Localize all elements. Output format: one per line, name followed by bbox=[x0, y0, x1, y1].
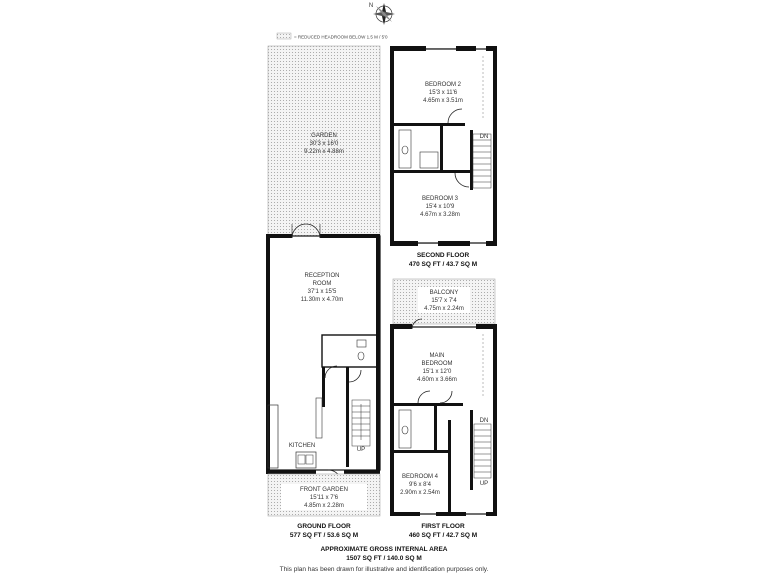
disclaimer-text: This plan has been drawn for illustrativ… bbox=[280, 566, 489, 573]
second-floor-area: 470 SQ FT / 43.7 SQ M bbox=[409, 261, 477, 268]
compass-north-label: N bbox=[369, 3, 373, 9]
balcony-metric: 4.75m x 2.24m bbox=[424, 306, 464, 312]
legend-text: = REDUCED HEADROOM BELOW 1.5 M / 5'0 bbox=[294, 35, 388, 40]
ground-floor-area: 577 SQ FT / 53.6 SQ M bbox=[290, 532, 358, 539]
total-area-title: APPROXIMATE GROSS INTERNAL AREA bbox=[320, 546, 447, 553]
bedroom3-metric: 4.67m x 3.28m bbox=[420, 212, 460, 218]
main-bedroom-imperial: 15'1 x 12'0 bbox=[423, 369, 452, 375]
bedroom2-imperial: 15'3 x 11'6 bbox=[429, 90, 458, 96]
first-stair-up-label: UP bbox=[480, 481, 488, 487]
total-area-value: 1507 SQ FT / 140.0 SQ M bbox=[346, 555, 422, 562]
balcony-imperial: 15'7 x 7'4 bbox=[431, 298, 457, 304]
garden-metric: 9.22m x 4.88m bbox=[304, 149, 344, 155]
main-bedroom-metric: 4.60m x 3.66m bbox=[417, 377, 457, 383]
reception-metric: 11.30m x 4.70m bbox=[301, 297, 344, 303]
bedroom4-imperial: 9'6 x 8'4 bbox=[409, 482, 432, 488]
reception-name-line1: RECEPTION bbox=[304, 273, 339, 279]
bedroom2-name: BEDROOM 2 bbox=[425, 82, 462, 88]
reception-imperial: 37'1 x 15'5 bbox=[308, 289, 337, 295]
ground-floor-title: GROUND FLOOR bbox=[297, 523, 351, 530]
ground-stair-up-label: UP bbox=[357, 447, 365, 453]
reception-name-line2: ROOM bbox=[313, 281, 332, 287]
bedroom3-imperial: 15'4 x 10'9 bbox=[426, 204, 455, 210]
main-bedroom-name-line2: BEDROOM bbox=[421, 361, 452, 367]
first-stair-down-label: DN bbox=[480, 418, 489, 424]
bedroom4-name: BEDROOM 4 bbox=[402, 474, 439, 480]
first-floor-title: FIRST FLOOR bbox=[421, 523, 465, 530]
first-floor-plan: BALCONY 15'7 x 7'4 4.75m x 2.24m DN bbox=[390, 278, 497, 539]
kitchen-name: KITCHEN bbox=[289, 443, 315, 449]
headroom-legend: = REDUCED HEADROOM BELOW 1.5 M / 5'0 bbox=[276, 32, 388, 40]
front-garden-name: FRONT GARDEN bbox=[300, 487, 348, 493]
bedroom3-name: BEDROOM 3 bbox=[422, 196, 459, 202]
garden-area bbox=[267, 45, 381, 239]
second-floor-title: SECOND FLOOR bbox=[417, 252, 470, 259]
compass-rose-icon: N bbox=[369, 3, 395, 25]
second-stair-down-label: DN bbox=[480, 134, 489, 140]
balcony-name: BALCONY bbox=[430, 290, 459, 296]
garden-imperial: 30'3 x 16'0 bbox=[310, 141, 339, 147]
legend-hatch-swatch bbox=[276, 32, 292, 40]
bedroom2-metric: 4.65m x 3.51m bbox=[423, 98, 463, 104]
first-floor-area: 460 SQ FT / 42.7 SQ M bbox=[409, 532, 477, 539]
front-garden-imperial: 15'11 x 7'6 bbox=[310, 495, 339, 501]
ground-floor-plan: GARDEN 30'3 x 16'0 9.22m x 4.88m RECEPTI… bbox=[266, 45, 381, 539]
second-floor-plan: DN BEDROOM 2 15'3 x 11'6 4.65m x 3.51m B… bbox=[390, 46, 497, 268]
front-garden-metric: 4.85m x 2.28m bbox=[304, 503, 344, 509]
bedroom4-metric: 2.90m x 2.54m bbox=[400, 490, 440, 496]
garden-name: GARDEN bbox=[311, 133, 337, 139]
main-bedroom-name-line1: MAIN bbox=[430, 353, 445, 359]
